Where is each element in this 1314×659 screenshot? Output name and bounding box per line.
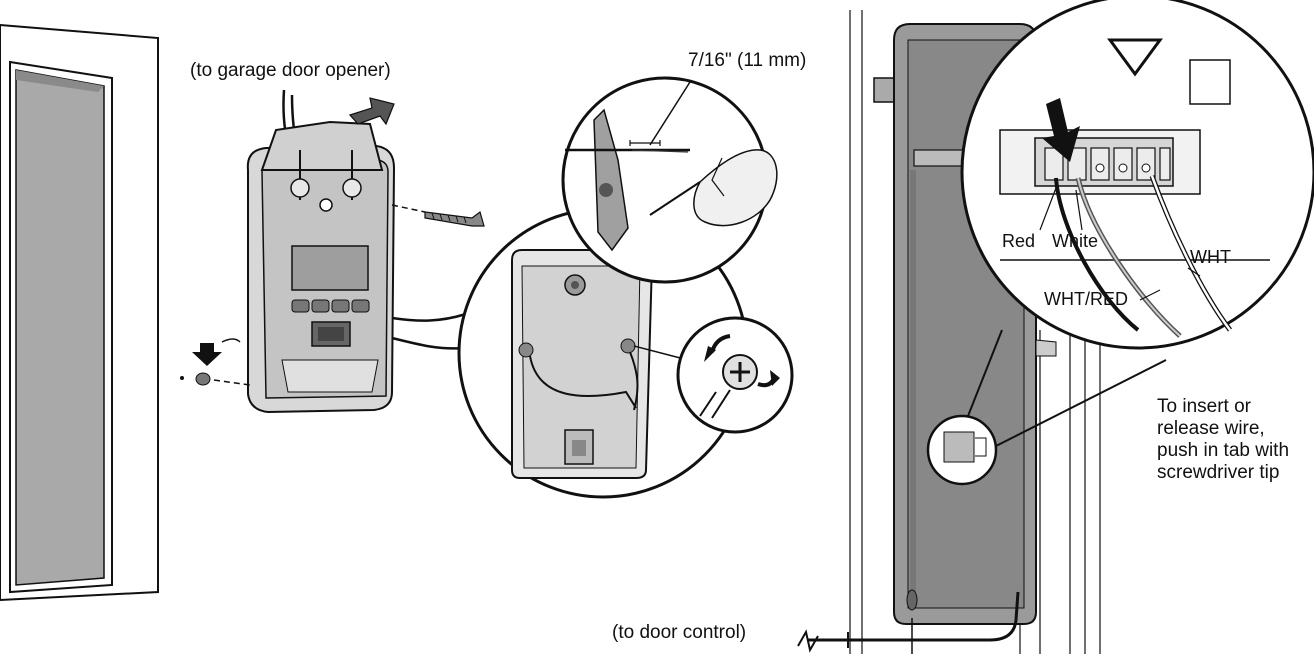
push-arrow-icon	[1042, 98, 1080, 162]
instruction-line-2: release wire,	[1157, 418, 1265, 439]
label-wht-red: WHT/RED	[1044, 289, 1128, 309]
lift-arrow-icon	[348, 97, 395, 126]
instruction-line-4: screwdriver tip	[1157, 462, 1280, 483]
rotate-arrows-icon	[704, 334, 780, 388]
label-strip-length: 7/16" (11 mm)	[688, 50, 807, 71]
pull-cord	[906, 589, 918, 654]
label-red: Red	[1002, 231, 1036, 251]
terminal-block-callout	[960, 0, 1314, 350]
instruction-note: To insert or release wire, push in tab w…	[1157, 396, 1289, 484]
instruction-line-1: To insert or	[1157, 396, 1251, 417]
instruction-line-3: push in tab with	[1157, 440, 1290, 461]
wire-strip-callout	[561, 76, 778, 284]
door-control-wire	[808, 591, 1020, 642]
door-control-unit	[246, 120, 396, 414]
screw-icon	[391, 204, 485, 227]
label-white: White	[1052, 231, 1099, 251]
triangle-icon	[1107, 38, 1163, 77]
door-frame	[0, 23, 159, 602]
wire-break-icon	[797, 629, 819, 653]
label-wht: WHT	[1190, 247, 1231, 267]
callout-connector	[391, 312, 467, 350]
terminal-callout-connectors	[967, 329, 1167, 447]
label-to-opener: (to garage door opener)	[190, 60, 391, 81]
bottom-screw-icon	[180, 338, 251, 386]
terminal-screw-callout	[633, 316, 794, 434]
strip-length-leader	[649, 81, 691, 146]
label-to-door-control: (to door control)	[612, 622, 747, 643]
